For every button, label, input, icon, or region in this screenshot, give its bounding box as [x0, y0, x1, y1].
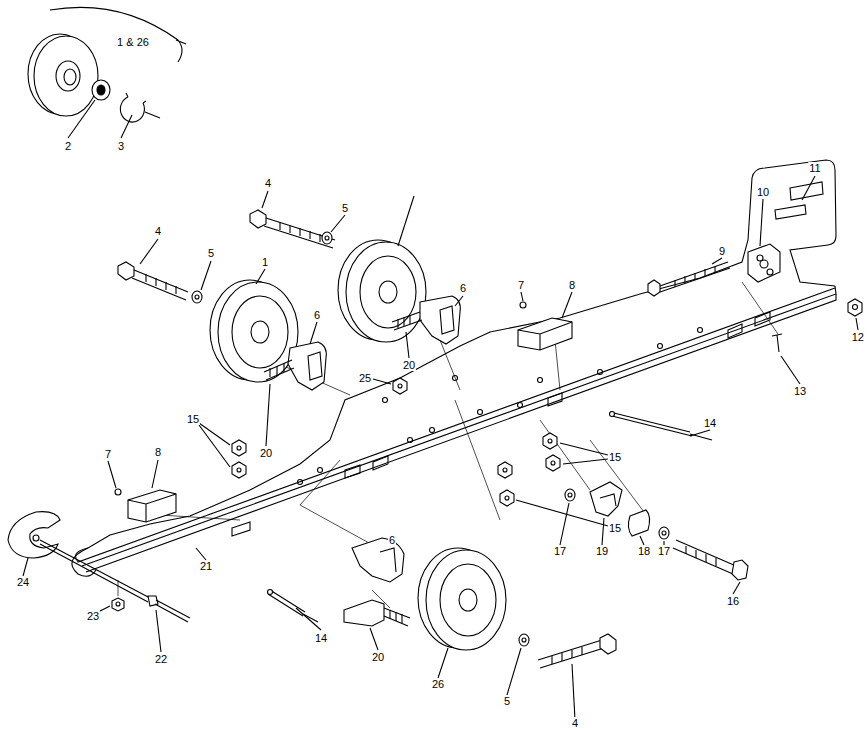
- callout-number: 7: [104, 448, 112, 460]
- callout-number: 5: [207, 247, 215, 259]
- callout-number: 5: [341, 202, 349, 214]
- callout-number: 25: [358, 372, 372, 384]
- callout-number: 5: [503, 695, 511, 707]
- callout-number: 4: [264, 177, 272, 189]
- callout-number: 15: [608, 451, 622, 463]
- callout-number: 17: [657, 545, 671, 557]
- callout-number: 8: [154, 446, 162, 458]
- callout-number: 6: [459, 282, 467, 294]
- callout-number: 4: [571, 717, 579, 729]
- callout-number: 15: [608, 522, 622, 534]
- callout-number: 13: [793, 385, 807, 397]
- callout-number: 1: [261, 256, 269, 268]
- callout-number: 22: [154, 653, 168, 665]
- callout-number: 20: [402, 359, 416, 371]
- callout-number: 11: [808, 162, 821, 174]
- callout-number: 17: [553, 545, 567, 557]
- callout-number: 24: [16, 576, 30, 588]
- callout-number: 8: [568, 279, 576, 291]
- callout-number: 19: [595, 545, 609, 557]
- callout-number: 4: [154, 225, 162, 237]
- callout-number: 20: [371, 651, 385, 663]
- callout-number: 23: [86, 610, 100, 622]
- callout-number: 9: [718, 245, 726, 257]
- callout-number: 26: [431, 678, 445, 690]
- callout-number: 21: [199, 560, 213, 572]
- callout-number: 16: [726, 595, 740, 607]
- callout-number: 1 & 26: [116, 36, 150, 48]
- callout-number: 12: [851, 331, 865, 343]
- callout-number: 6: [388, 534, 396, 546]
- callout-number: 15: [186, 413, 200, 425]
- callout-number: 14: [703, 417, 717, 429]
- callout-number: 6: [313, 309, 321, 321]
- callout-number: 18: [637, 545, 651, 557]
- callout-number: 10: [756, 186, 770, 198]
- callout-number: 14: [314, 632, 328, 644]
- callout-number: 3: [117, 140, 125, 152]
- callout-number: 20: [259, 447, 273, 459]
- callout-number: 2: [64, 140, 72, 152]
- callout-number: 7: [517, 279, 525, 291]
